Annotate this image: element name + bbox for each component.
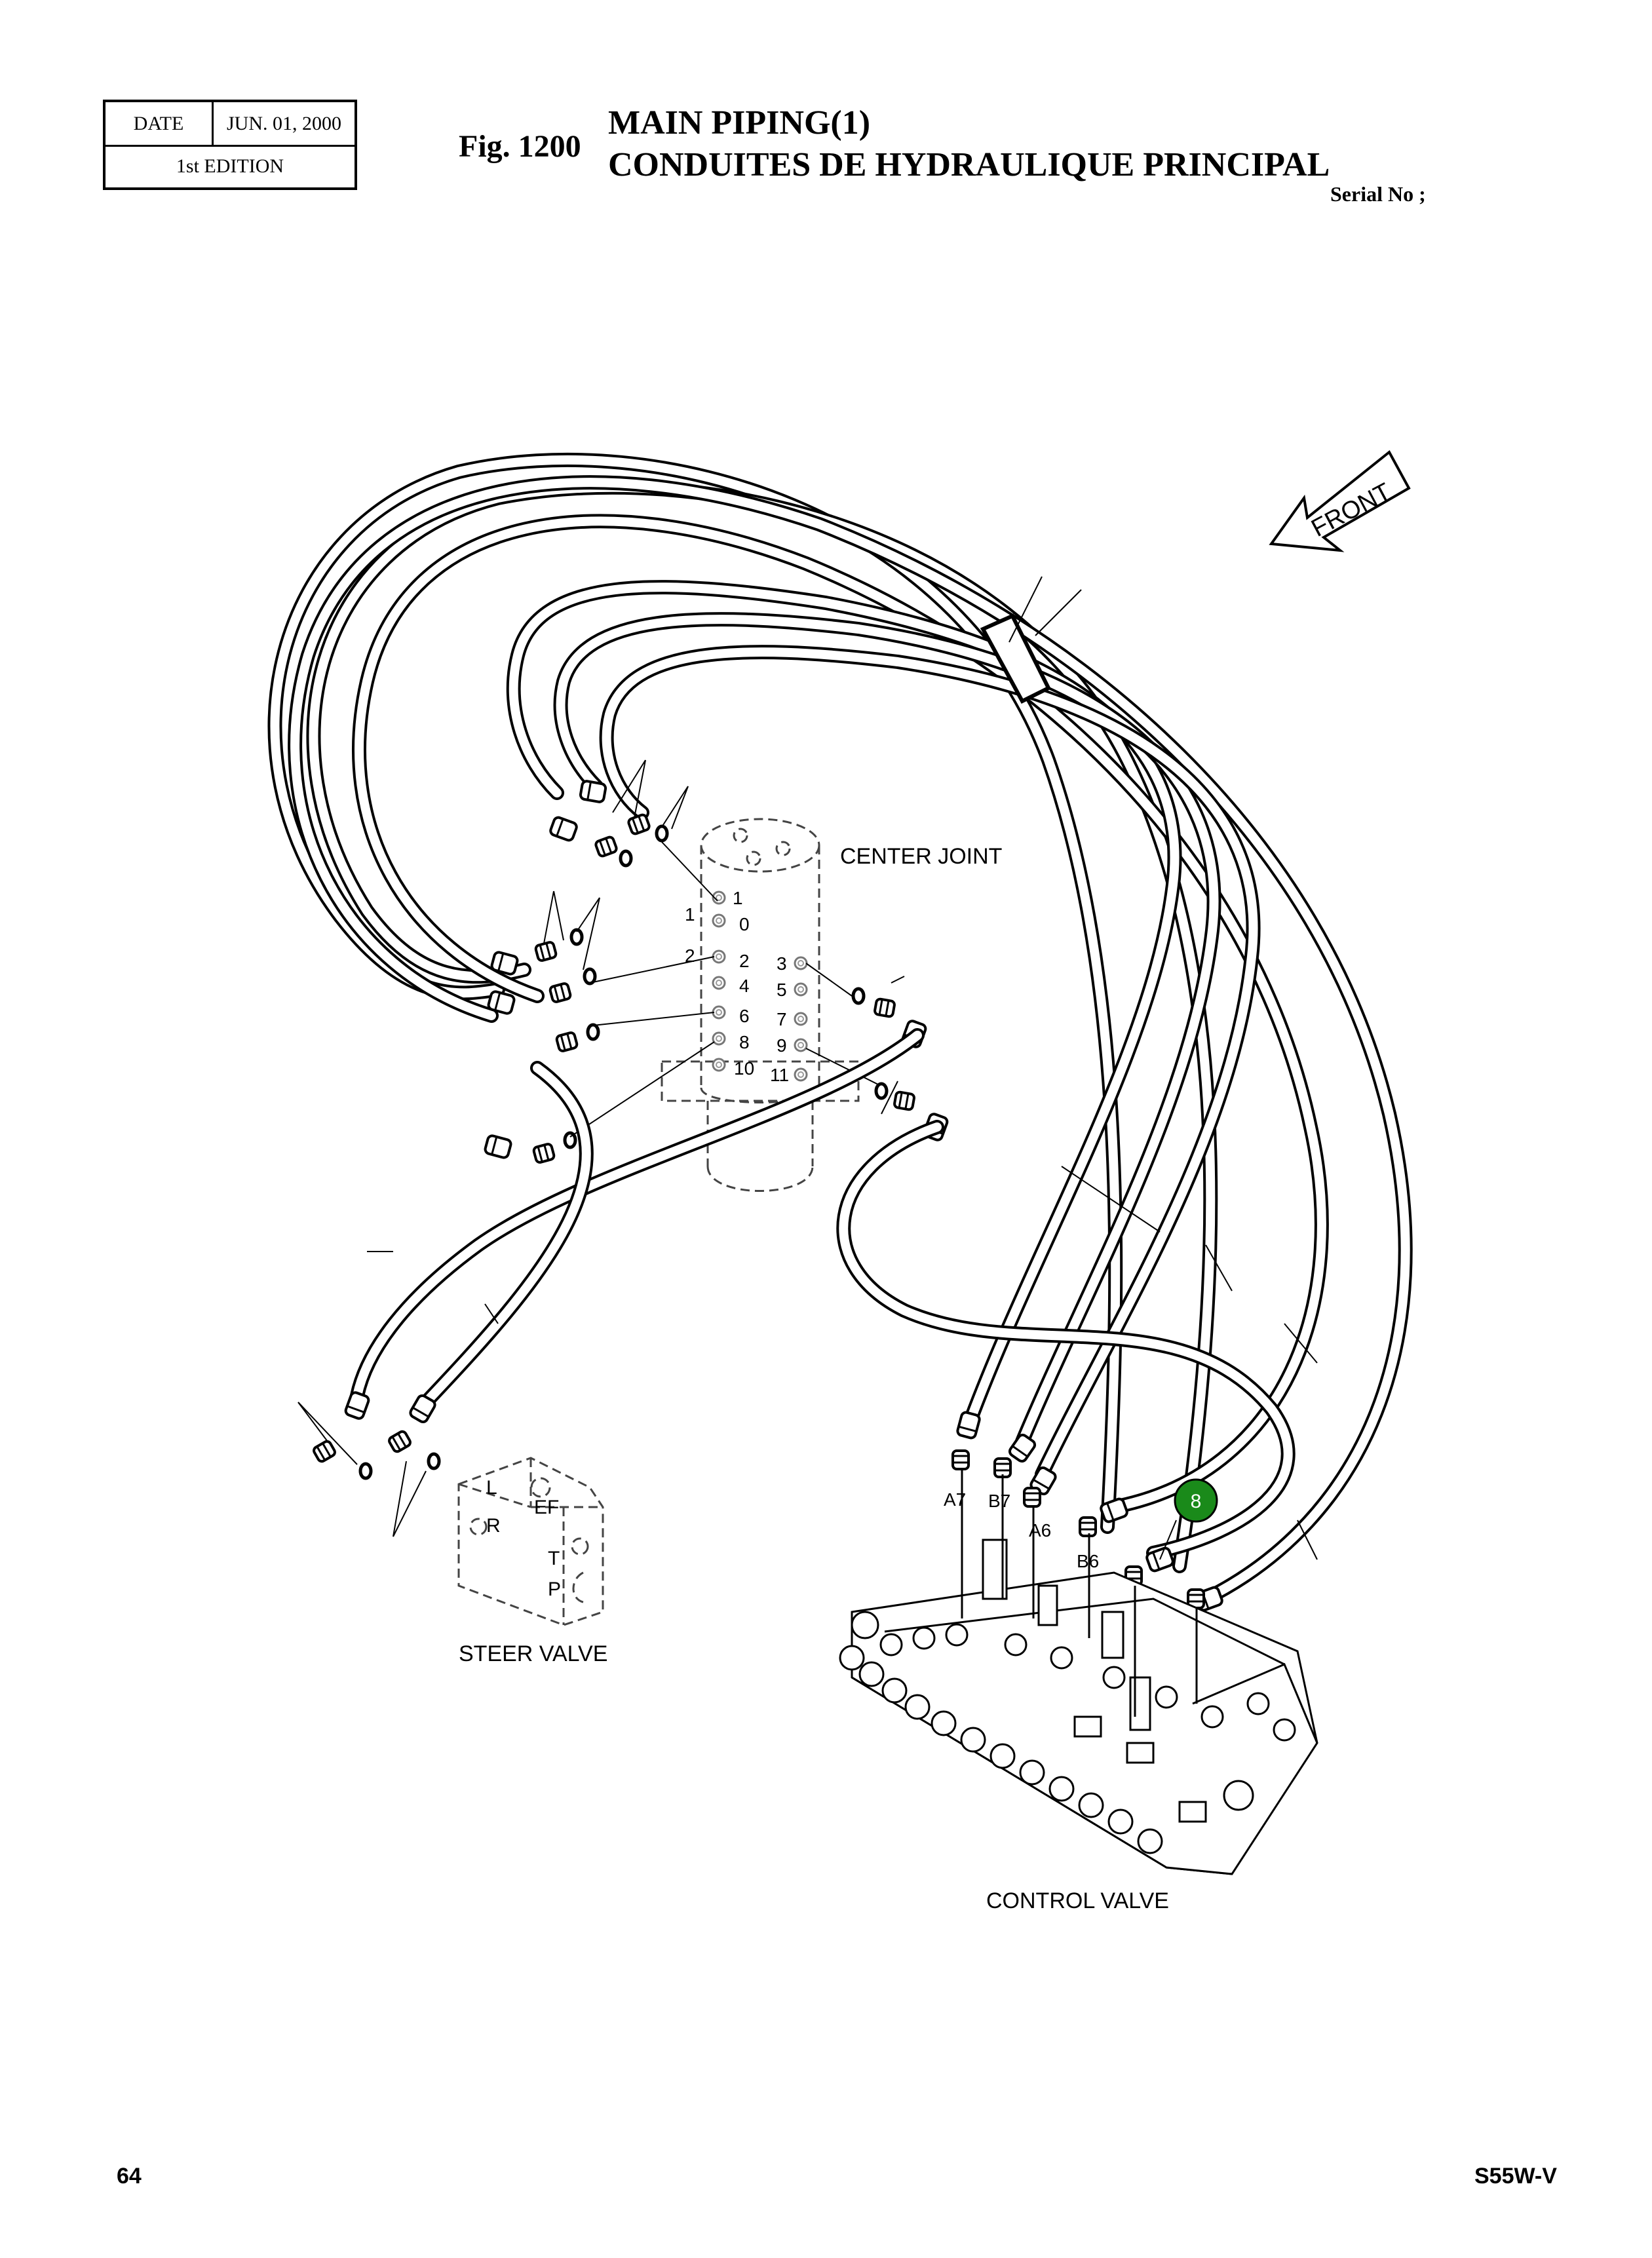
- steer-port-EF: EF: [534, 1497, 559, 1518]
- steer-port-P: P: [548, 1579, 561, 1600]
- date-label: DATE: [106, 102, 214, 145]
- front-arrow: FRONT: [1269, 450, 1411, 552]
- hose-clamp: [980, 576, 1082, 704]
- control-valve: [839, 1468, 1318, 1875]
- cj-port-left-1: 1: [685, 904, 695, 925]
- cj-port-mid-4: 4: [739, 976, 750, 996]
- title-english: MAIN PIPING(1): [608, 104, 871, 142]
- part-callout-8[interactable]: 8: [1159, 1478, 1218, 1560]
- leader-lines: [543, 759, 905, 1138]
- steer-valve-port-labels: L R EF T P: [486, 1477, 561, 1600]
- center-joint-fittings: [482, 779, 950, 1165]
- edition-row: 1st EDITION: [106, 145, 355, 188]
- cv-port-B6: B6: [1077, 1551, 1099, 1571]
- figure-number: Fig. 1200: [459, 129, 581, 164]
- cv-port-A6: A6: [1029, 1520, 1051, 1540]
- steer-valve: [457, 1457, 604, 1626]
- steer-port-L: L: [486, 1477, 497, 1499]
- cj-port-right-3: 3: [777, 953, 787, 974]
- edition-label: 1st EDITION: [176, 155, 284, 177]
- date-row: DATE JUN. 01, 2000: [106, 102, 355, 147]
- model-number: S55W-V: [1474, 2164, 1557, 2189]
- cj-port-mid-8: 8: [739, 1032, 750, 1052]
- steer-port-T: T: [548, 1548, 560, 1569]
- hose-leader-lines: [1061, 1166, 1318, 1560]
- header-info-box: DATE JUN. 01, 2000 1st EDITION: [103, 100, 357, 190]
- cj-port-mid-6: 6: [739, 1006, 750, 1026]
- cj-port-right-7: 7: [777, 1009, 787, 1029]
- steer-valve-fittings: [298, 1402, 439, 1537]
- center-joint-ports: [712, 890, 808, 1082]
- cj-port-mid-0: 0: [739, 914, 750, 934]
- steer-port-R: R: [486, 1515, 501, 1537]
- cj-port-right-5: 5: [777, 980, 787, 1000]
- center-joint-label: CENTER JOINT: [840, 844, 1002, 869]
- steer-valve-label: STEER VALVE: [459, 1641, 607, 1666]
- serial-number-label: Serial No ;: [1330, 182, 1426, 206]
- cj-port-mid-2: 2: [739, 951, 750, 971]
- cj-port-right-11: 11: [770, 1065, 789, 1085]
- steer-hoses: [350, 1028, 1296, 1560]
- center-joint-port-labels: 1 2 1 0 2 4 6 8 10 3 5 7 9 11: [685, 888, 789, 1085]
- cj-port-mid-1: 1: [733, 888, 743, 908]
- center-joint: [661, 818, 860, 1192]
- control-valve-label: CONTROL VALVE: [986, 1888, 1169, 1913]
- date-value: JUN. 01, 2000: [226, 112, 341, 134]
- callout-number: 8: [1191, 1491, 1202, 1512]
- cj-port-mid-10: 10: [734, 1058, 754, 1079]
- title-french: CONDUITES DE HYDRAULIQUE PRINCIPAL: [608, 146, 1330, 183]
- hose-bundle-outer: [267, 452, 1413, 1606]
- cj-port-right-9: 9: [777, 1035, 787, 1056]
- page-number: 64: [117, 2164, 142, 2189]
- cv-port-B7: B7: [988, 1491, 1010, 1511]
